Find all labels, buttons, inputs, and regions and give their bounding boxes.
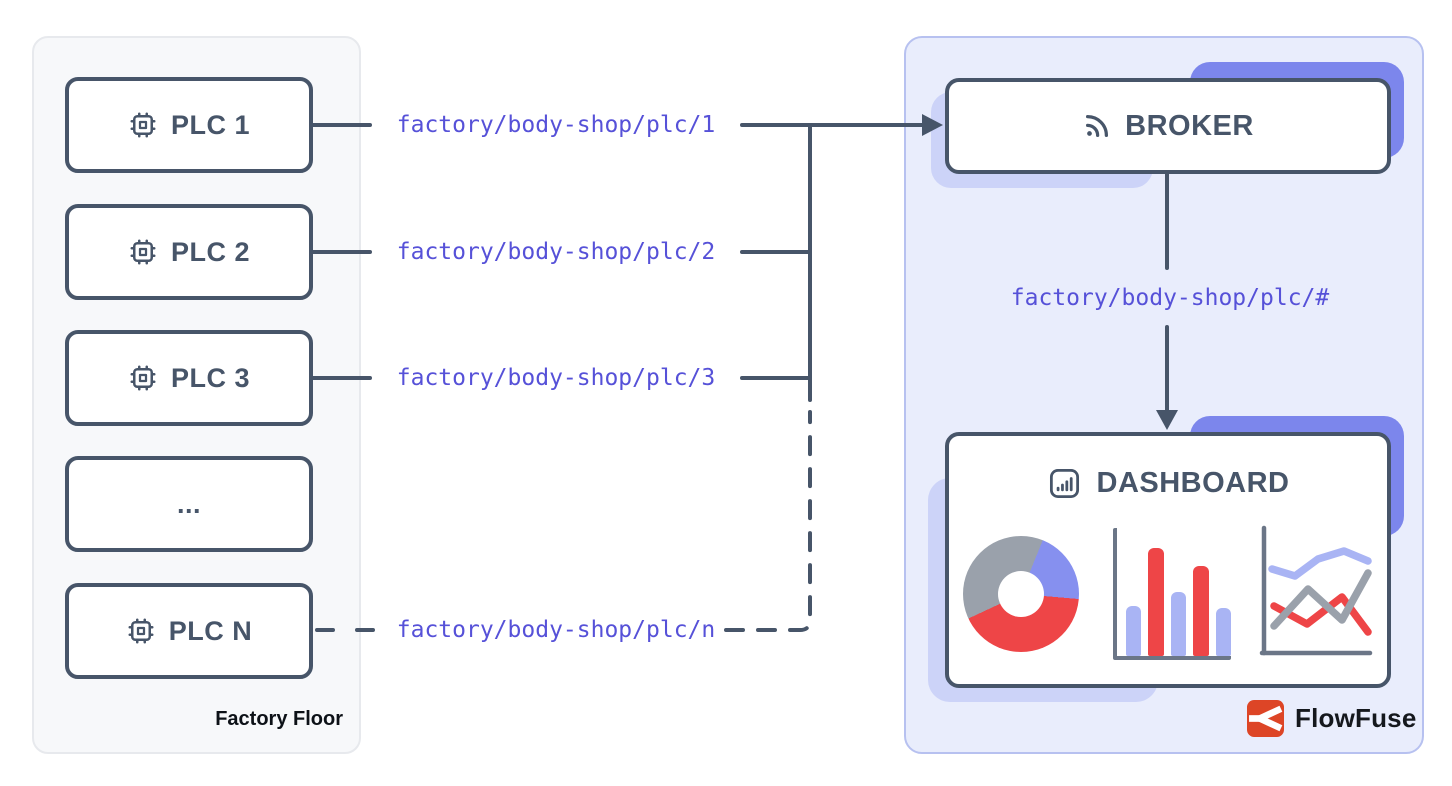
bar bbox=[1170, 592, 1187, 656]
topic-plc-2: factory/body-shop/plc/2 bbox=[396, 239, 716, 265]
cpu-icon bbox=[128, 363, 158, 393]
donut-chart bbox=[963, 536, 1079, 652]
plc-node-label: PLC N bbox=[168, 615, 253, 646]
bar-chart-square-icon bbox=[1047, 466, 1082, 501]
bar bbox=[1193, 566, 1209, 656]
bar bbox=[1148, 548, 1164, 656]
bar-chart-bars bbox=[1113, 528, 1232, 660]
plc-ellipsis-node: ... bbox=[65, 456, 313, 552]
plc-node-label: PLC 3 bbox=[170, 362, 251, 393]
connector-plcn-dashed bbox=[724, 410, 812, 632]
line-series-periwinkle bbox=[1268, 547, 1372, 580]
dashboard-label: DASHBOARD bbox=[1096, 467, 1290, 499]
topic-plc-n: factory/body-shop/plc/n bbox=[396, 617, 716, 643]
topic-plc-1: factory/body-shop/plc/1 bbox=[396, 112, 716, 138]
rss-icon bbox=[1082, 111, 1112, 141]
plc-node-label: PLC 2 bbox=[170, 236, 251, 267]
flowfuse-label: FlowFuse bbox=[1295, 703, 1417, 733]
broker-node: BROKER bbox=[945, 78, 1391, 174]
flowfuse-logo bbox=[1247, 700, 1284, 737]
flowfuse-brand: FlowFuse bbox=[1247, 700, 1417, 737]
cpu-icon bbox=[128, 110, 158, 140]
cpu-icon bbox=[128, 237, 158, 267]
topic-plc-3: factory/body-shop/plc/3 bbox=[396, 365, 716, 391]
line-chart-svg bbox=[1259, 525, 1373, 656]
dashboard-header: DASHBOARD bbox=[949, 466, 1387, 501]
cpu-icon bbox=[126, 616, 156, 646]
bar bbox=[1126, 606, 1142, 656]
topic-wildcard: factory/body-shop/plc/# bbox=[1010, 285, 1330, 311]
plc-2-node: PLC 2 bbox=[65, 204, 313, 300]
line-series-red bbox=[1270, 593, 1372, 636]
plc-1-node: PLC 1 bbox=[65, 77, 313, 173]
line-series-gray bbox=[1270, 569, 1372, 630]
factory-floor-caption: Factory Floor bbox=[215, 708, 343, 730]
plc-node-label: PLC 1 bbox=[170, 109, 251, 140]
bar bbox=[1215, 608, 1232, 656]
plc-3-node: PLC 3 bbox=[65, 330, 313, 426]
broker-label: BROKER bbox=[1125, 109, 1254, 142]
plc-node-label: ... bbox=[176, 488, 201, 519]
plc-n-node: PLC N bbox=[65, 583, 313, 679]
dashboard-node: DASHBOARD bbox=[945, 432, 1391, 688]
